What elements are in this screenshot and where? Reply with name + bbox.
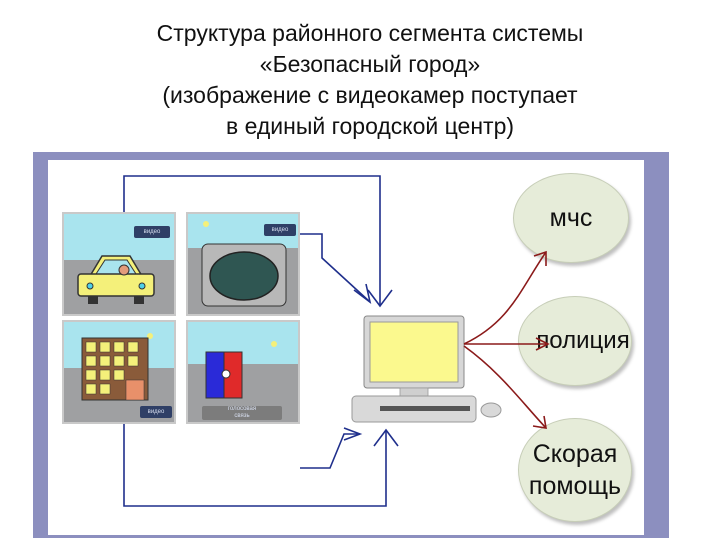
camera-feed-car: видео xyxy=(62,212,176,316)
camera-feed-door: голосовая связь xyxy=(186,320,300,424)
title-line-3: (изображение с видеокамер поступает xyxy=(162,82,578,108)
camera-badge-stove: видео xyxy=(264,224,296,236)
arrow-center-to-ambulance xyxy=(463,345,547,429)
title-line-1: Структура районного сегмента системы xyxy=(156,20,584,46)
voice-badge-line-2: связь xyxy=(234,413,250,419)
service-label-ambulance-1: Скорая xyxy=(532,440,618,468)
voice-badge-line-1: голосовая xyxy=(227,406,257,412)
service-node-ambulance: Скорая помощь xyxy=(518,418,632,522)
arrow-stove-to-center xyxy=(300,233,371,303)
stove-icon xyxy=(201,221,287,307)
service-label-mchs: мчс xyxy=(549,203,593,232)
camera-feed-building: видео xyxy=(62,320,176,424)
title-line-4: в единый городской центр) xyxy=(225,113,515,139)
title-line-2: «Безопасный город» xyxy=(259,51,481,77)
service-label-police: полиция xyxy=(536,327,630,354)
service-label-ambulance-2: помощь xyxy=(528,472,622,500)
arrow-door-to-center xyxy=(300,433,358,469)
car-icon xyxy=(77,255,155,304)
building-icon xyxy=(81,333,153,401)
arrow-center-to-mchs xyxy=(463,251,547,345)
camera-badge-building: видео xyxy=(140,406,172,418)
door-icon xyxy=(205,341,277,399)
camera-badge-car: видео xyxy=(134,226,170,238)
service-node-mchs: мчс xyxy=(513,173,629,263)
service-node-police: полиция xyxy=(518,296,632,386)
slide-title: Структура районного сегмента системы «Бе… xyxy=(60,18,680,142)
camera-badge-voice: голосовая связь xyxy=(202,406,282,420)
arrow-car-to-center xyxy=(123,175,381,306)
camera-feed-stove: видео xyxy=(186,212,300,316)
arrow-building-to-center xyxy=(123,424,387,507)
